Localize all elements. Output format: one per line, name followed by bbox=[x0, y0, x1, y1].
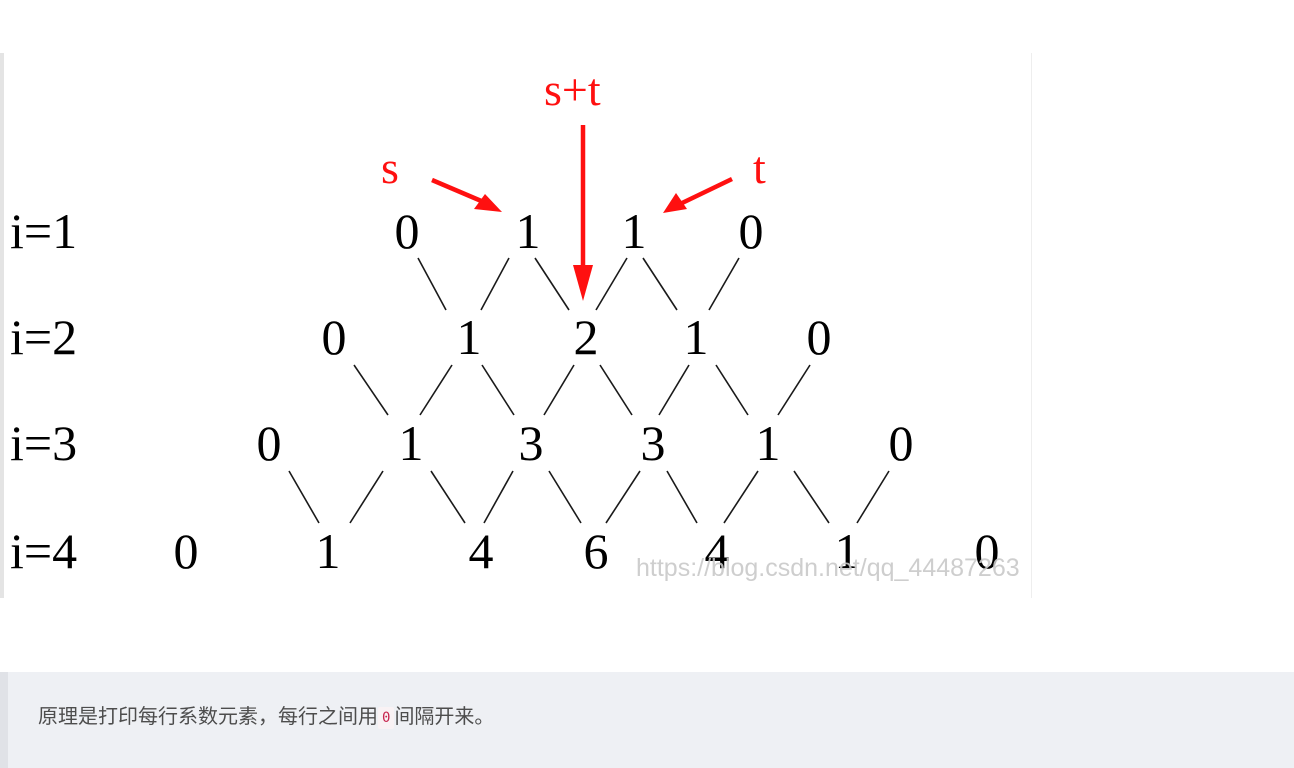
coefficient: 0 bbox=[889, 415, 914, 471]
edge bbox=[417, 257, 447, 311]
edge bbox=[666, 470, 698, 524]
sum-label: s+t bbox=[544, 64, 601, 115]
edge bbox=[430, 470, 466, 524]
coefficient: 4 bbox=[705, 523, 730, 579]
edge bbox=[288, 470, 320, 524]
t-label: t bbox=[753, 142, 766, 193]
coefficient: 0 bbox=[807, 309, 832, 365]
coefficient: 3 bbox=[519, 415, 544, 471]
coefficient: 1 bbox=[622, 203, 647, 259]
coefficient: 0 bbox=[174, 523, 199, 579]
inline-code-zero: 0 bbox=[378, 707, 395, 729]
edge bbox=[599, 364, 633, 416]
edge bbox=[349, 470, 384, 524]
edge bbox=[723, 470, 759, 524]
t-arrow-head bbox=[663, 193, 687, 213]
coefficient: 4 bbox=[469, 523, 494, 579]
coefficient: 3 bbox=[641, 415, 666, 471]
coefficient: 0 bbox=[739, 203, 764, 259]
edge bbox=[708, 257, 740, 311]
edge bbox=[534, 257, 570, 311]
row-2-numbers: 0 1 2 1 0 bbox=[322, 309, 832, 365]
coefficient: 0 bbox=[257, 415, 282, 471]
coefficient: 1 bbox=[457, 309, 482, 365]
row-4-numbers: 0 1 4 6 4 1 0 bbox=[174, 523, 1000, 579]
edge bbox=[793, 470, 830, 524]
annotation-arrows: s+t s t bbox=[381, 64, 766, 301]
edge bbox=[642, 257, 678, 311]
edge bbox=[856, 470, 890, 524]
edge bbox=[353, 364, 389, 416]
edge bbox=[715, 364, 749, 416]
edge bbox=[480, 257, 510, 311]
row-label-3: i=3 bbox=[10, 415, 77, 471]
triangle-edges bbox=[288, 257, 890, 524]
edge bbox=[481, 364, 515, 416]
row-label-4: i=4 bbox=[10, 523, 77, 579]
coefficient: 1 bbox=[399, 415, 424, 471]
note-text-before: 原理是打印每行系数元素，每行之间用 bbox=[38, 704, 378, 728]
pascal-triangle-figure: i=1 i=2 i=3 i=4 0 1 1 0 0 1 2 1 0 0 1 3 … bbox=[0, 53, 1032, 598]
coefficient: 6 bbox=[584, 523, 609, 579]
edge bbox=[595, 257, 628, 311]
s-arrow-head bbox=[474, 194, 502, 212]
coefficient: 0 bbox=[975, 523, 1000, 579]
edge bbox=[543, 364, 575, 416]
coefficient: 2 bbox=[574, 309, 599, 365]
row-1-numbers: 0 1 1 0 bbox=[395, 203, 764, 259]
row-label-1: i=1 bbox=[10, 203, 77, 259]
coefficient: 1 bbox=[516, 203, 541, 259]
coefficient: 1 bbox=[835, 523, 860, 579]
edge bbox=[548, 470, 582, 524]
row-label-2: i=2 bbox=[10, 309, 77, 365]
coefficient: 0 bbox=[395, 203, 420, 259]
watermark-text: https://blog.csdn.net/qq_44487263 bbox=[636, 554, 1020, 582]
pascal-triangle-svg: i=1 i=2 i=3 i=4 0 1 1 0 0 1 2 1 0 0 1 3 … bbox=[10, 64, 1020, 582]
coefficient: 1 bbox=[756, 415, 781, 471]
s-arrow bbox=[431, 177, 487, 206]
edge bbox=[419, 364, 453, 416]
edge bbox=[605, 470, 641, 524]
s-label: s bbox=[381, 142, 399, 193]
coefficient: 1 bbox=[316, 523, 341, 579]
edge bbox=[483, 470, 514, 524]
coefficient: 1 bbox=[684, 309, 709, 365]
coefficient: 0 bbox=[322, 309, 347, 365]
row-3-numbers: 0 1 3 3 1 0 bbox=[257, 415, 914, 471]
t-arrow bbox=[679, 176, 733, 207]
row-labels: i=1 i=2 i=3 i=4 bbox=[10, 203, 77, 579]
edge bbox=[777, 364, 811, 416]
edge bbox=[658, 364, 690, 416]
note-text-after: 间隔开来。 bbox=[394, 704, 495, 728]
sum-arrow-head bbox=[573, 265, 593, 301]
